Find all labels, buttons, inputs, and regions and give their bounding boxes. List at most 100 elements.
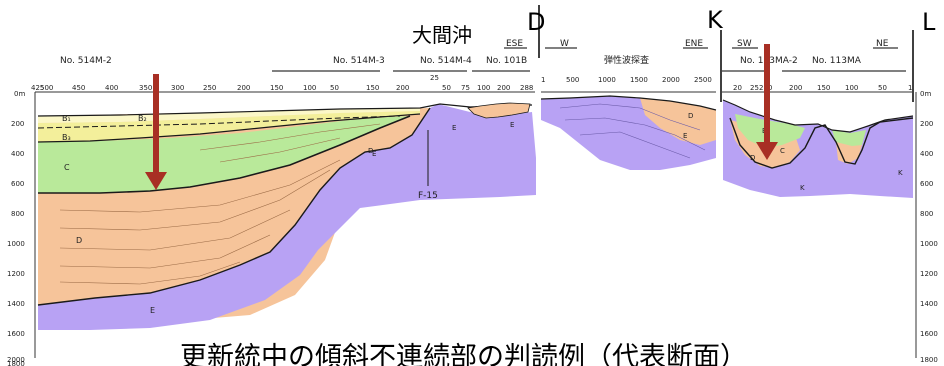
right-num-4: 150	[817, 84, 830, 92]
highlight-arrow-left	[145, 74, 167, 190]
line-113ma: No. 113MA	[812, 56, 862, 66]
label-b2: B₂	[138, 114, 147, 123]
seafloor-line-right	[722, 99, 914, 133]
c-reflector-2	[564, 117, 706, 151]
label-c-right: C	[780, 147, 785, 155]
top-num-3: 400	[105, 84, 118, 92]
direction-ene: ENE	[685, 39, 703, 49]
unit-d-right2	[836, 142, 862, 164]
survey-line-labels: No. 514M-2 No. 514M-3 No. 514M-4 No. 101…	[60, 54, 862, 66]
depth-tick-1: 200	[11, 120, 24, 128]
right-num-3: 200	[789, 84, 802, 92]
reflector-2	[59, 169, 331, 231]
rdepth-tick-8: 1600	[920, 330, 938, 338]
mid-num-0: 25	[430, 74, 439, 82]
depth-tick-9: 1800	[7, 360, 25, 366]
rdepth-tick-0: 0m	[920, 90, 931, 98]
unit-b-base-line	[37, 113, 421, 143]
right-num-5: 100	[845, 84, 858, 92]
depth-tick-4: 800	[11, 210, 24, 218]
mid-num-5: 288	[520, 84, 533, 92]
figure-caption: 更新統中の傾斜不連続部の判読例（代表断面）	[180, 342, 747, 366]
label-d-upper: D	[368, 147, 373, 155]
label-d-center: D	[688, 112, 693, 120]
unit-c-base-line	[38, 115, 411, 194]
depth-tick-6: 1200	[7, 270, 25, 278]
top-num-7: 200	[237, 84, 250, 92]
top-num-1: 500	[40, 84, 53, 92]
reflector-5	[59, 261, 241, 285]
reflector-lines-center	[559, 103, 706, 159]
rdepth-tick-6: 1200	[920, 270, 938, 278]
highlight-arrow-right	[756, 44, 778, 160]
unit-b-light-left	[38, 108, 420, 123]
top-num-5: 300	[171, 84, 184, 92]
section-letter-d: D	[527, 8, 545, 36]
c-reflector-1	[559, 103, 701, 131]
unit-d-101b-bump	[467, 102, 531, 119]
reflector-lines-left	[59, 123, 381, 285]
label-e-left: E	[150, 306, 155, 315]
fault-f15-label: F-15	[418, 191, 438, 201]
top-num-0: 425	[31, 84, 44, 92]
section-letter-l: L	[922, 8, 936, 36]
label-d-left: D	[76, 236, 82, 245]
center-num-3: 1500	[630, 76, 648, 84]
label-e-center: E	[683, 132, 687, 140]
basement-e-left	[38, 104, 536, 330]
line-514m-3: No. 514M-3	[333, 56, 385, 66]
top-num-4: 350	[139, 84, 152, 92]
direction-ne: NE	[876, 39, 889, 49]
reflector-6	[199, 123, 381, 151]
left-depth-axis: 0m 200 400 600 800 1000 1200 1400 1600 1…	[7, 90, 36, 366]
center-num-5: 2500	[694, 76, 712, 84]
top-axis-center: 1 500 1000 1500 2000 2500	[541, 76, 716, 93]
depth-tick-8: 1600	[7, 330, 25, 338]
direction-sw: SW	[737, 39, 752, 49]
rdepth-tick-7: 1400	[920, 300, 938, 308]
reflector-4	[59, 234, 271, 269]
label-c-left: C	[64, 163, 70, 172]
label-b1: B₁	[62, 114, 71, 123]
right-num-7: 1	[908, 84, 912, 92]
depth-tick-5: 1000	[7, 240, 25, 248]
center-num-4: 2000	[662, 76, 680, 84]
depth-tick-2: 400	[11, 150, 24, 158]
reflector-3	[59, 209, 291, 251]
top-num-11: 150	[366, 84, 379, 92]
top-num-12: 200	[396, 84, 409, 92]
line-514m-4: No. 514M-4	[420, 56, 472, 66]
mid-num-2: 75	[461, 84, 470, 92]
label-e-left2: E	[452, 124, 456, 132]
top-num-2: 450	[72, 84, 85, 92]
depth-tick-3: 600	[11, 180, 24, 188]
line-101b: No. 101B	[486, 56, 527, 66]
unit-d-center	[640, 98, 716, 145]
label-e-mid: E	[372, 150, 376, 158]
left-panel: F-15 B₁ B₂ B₃ C D D E E E E	[37, 102, 536, 330]
right-num-0: 20	[733, 84, 742, 92]
top-axis-mid: 25 50 75 100 200 288	[430, 74, 533, 92]
line-seismic: 弾性波探査	[604, 54, 649, 66]
reflector-1	[59, 159, 341, 213]
center-panel: D E	[540, 95, 717, 170]
mid-num-3: 100	[477, 84, 490, 92]
depth-tick-7: 1400	[7, 300, 25, 308]
top-axis-right: 20 25 250 200 150 100 50 1	[722, 84, 912, 93]
top-num-9: 100	[303, 84, 316, 92]
label-b3: B₃	[62, 133, 71, 142]
line-514m-2: No. 514M-2	[60, 56, 112, 66]
c-reflector-3	[579, 131, 691, 159]
top-num-6: 250	[203, 84, 216, 92]
arrow-left-head	[145, 172, 167, 190]
unit-c-fill-left	[38, 116, 410, 193]
right-num-1: 25	[750, 84, 759, 92]
reflector-7	[219, 137, 341, 163]
center-num-1: 500	[566, 76, 579, 84]
rdepth-tick-1: 200	[920, 120, 933, 128]
label-d-right: D	[750, 154, 755, 162]
rdepth-tick-5: 1000	[920, 240, 938, 248]
right-depth-axis: 0m 200 400 600 800 1000 1200 1400 1600 1…	[915, 90, 938, 364]
basement-top-line-left	[37, 107, 431, 306]
